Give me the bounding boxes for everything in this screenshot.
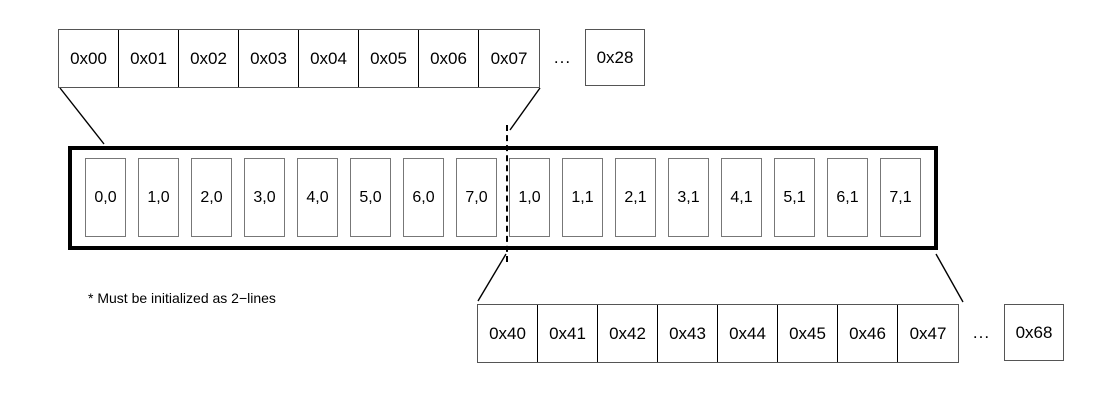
addr-cell: 0x06 [419, 30, 479, 87]
cache-cell-list: 0,0 1,0 2,0 3,0 4,0 5,0 6,0 7,0 1,0 1,1 … [85, 158, 921, 237]
addr-cell: 0x44 [718, 305, 778, 362]
addr-cell: 0x43 [658, 305, 718, 362]
cache-cell: 7,0 [456, 158, 497, 237]
addr-cell: 0x02 [179, 30, 239, 87]
cache-cell: 0,0 [85, 158, 126, 237]
cache-cell: 4,1 [721, 158, 762, 237]
addr-cell: 0x03 [239, 30, 299, 87]
top-address-ellipsis: ... [553, 47, 572, 67]
addr-cell: 0x07 [479, 30, 539, 87]
bottom-address-row: 0x40 0x41 0x42 0x43 0x44 0x45 0x46 0x47 … [477, 304, 1064, 363]
addr-cell: 0x46 [838, 305, 898, 362]
addr-cell: 0x42 [598, 305, 658, 362]
addr-cell: 0x40 [478, 305, 538, 362]
cache-cell: 6,1 [827, 158, 868, 237]
cache-cell: 1,0 [138, 158, 179, 237]
leader-line-top-right [509, 87, 541, 131]
cache-cell: 5,0 [350, 158, 391, 237]
bottom-address-ellipsis: ... [972, 322, 991, 342]
top-address-strip: 0x00 0x01 0x02 0x03 0x04 0x05 0x06 0x07 [58, 29, 540, 88]
cache-cell: 1,1 [562, 158, 603, 237]
cache-cell: 1,0 [509, 158, 550, 237]
cache-cell: 4,0 [297, 158, 338, 237]
cache-cell: 6,0 [403, 158, 444, 237]
addr-cell: 0x05 [359, 30, 419, 87]
bottom-address-last-cell: 0x68 [1004, 304, 1064, 361]
cache-cell: 3,1 [668, 158, 709, 237]
cache-cell: 2,1 [615, 158, 656, 237]
cache-cell: 7,1 [880, 158, 921, 237]
addr-cell: 0x00 [59, 30, 119, 87]
addr-cell: 0x47 [898, 305, 958, 362]
addr-cell: 0x01 [119, 30, 179, 87]
cache-cell: 3,0 [244, 158, 285, 237]
line-split-divider [506, 125, 508, 262]
top-address-last-cell: 0x28 [585, 29, 645, 86]
bottom-address-strip: 0x40 0x41 0x42 0x43 0x44 0x45 0x46 0x47 [477, 304, 959, 363]
cache-cell: 2,0 [191, 158, 232, 237]
leader-line-bottom-left [477, 253, 507, 302]
addr-cell: 0x04 [299, 30, 359, 87]
top-address-row: 0x00 0x01 0x02 0x03 0x04 0x05 0x06 0x07 … [58, 29, 645, 88]
footnote-text: * Must be initialized as 2−lines [88, 290, 276, 306]
leader-line-bottom-right [935, 253, 964, 303]
addr-cell: 0x41 [538, 305, 598, 362]
cache-cell: 5,1 [774, 158, 815, 237]
leader-line-top-left [59, 87, 105, 145]
cache-line-container: 0,0 1,0 2,0 3,0 4,0 5,0 6,0 7,0 1,0 1,1 … [68, 146, 938, 250]
addr-cell: 0x45 [778, 305, 838, 362]
